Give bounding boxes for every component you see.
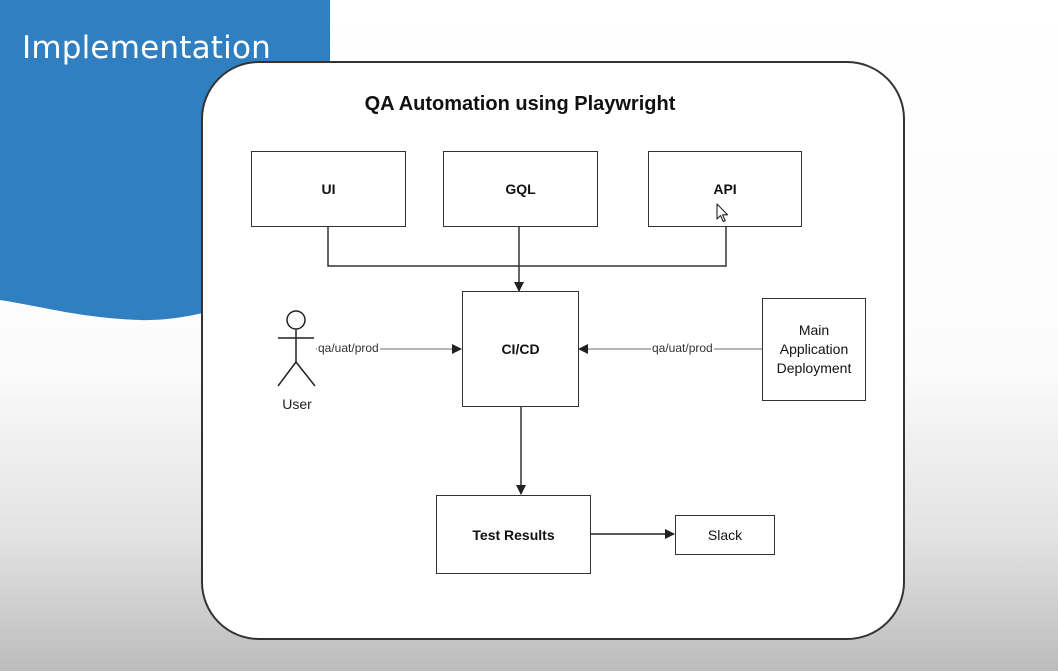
edge-label-main-to-cicd: qa/uat/prod [651,341,714,355]
node-main-application-deployment: Main Application Deployment [762,298,866,401]
node-api: API [648,151,802,227]
actor-label-user: User [282,396,312,412]
node-cicd: CI/CD [462,291,579,407]
node-gql: GQL [443,151,598,227]
node-ui: UI [251,151,406,227]
main-app-line-2: Application [779,341,849,357]
main-app-line-3: Deployment [776,360,852,376]
edge-label-user-to-cicd: qa/uat/prod [317,341,380,355]
node-test-results: Test Results [436,495,591,574]
node-slack: Slack [675,515,775,555]
slide-title: Implementation [22,30,271,66]
mouse-pointer-icon [716,203,729,223]
diagram-title: QA Automation using Playwright [364,93,676,115]
main-app-line-1: Main [798,322,830,338]
